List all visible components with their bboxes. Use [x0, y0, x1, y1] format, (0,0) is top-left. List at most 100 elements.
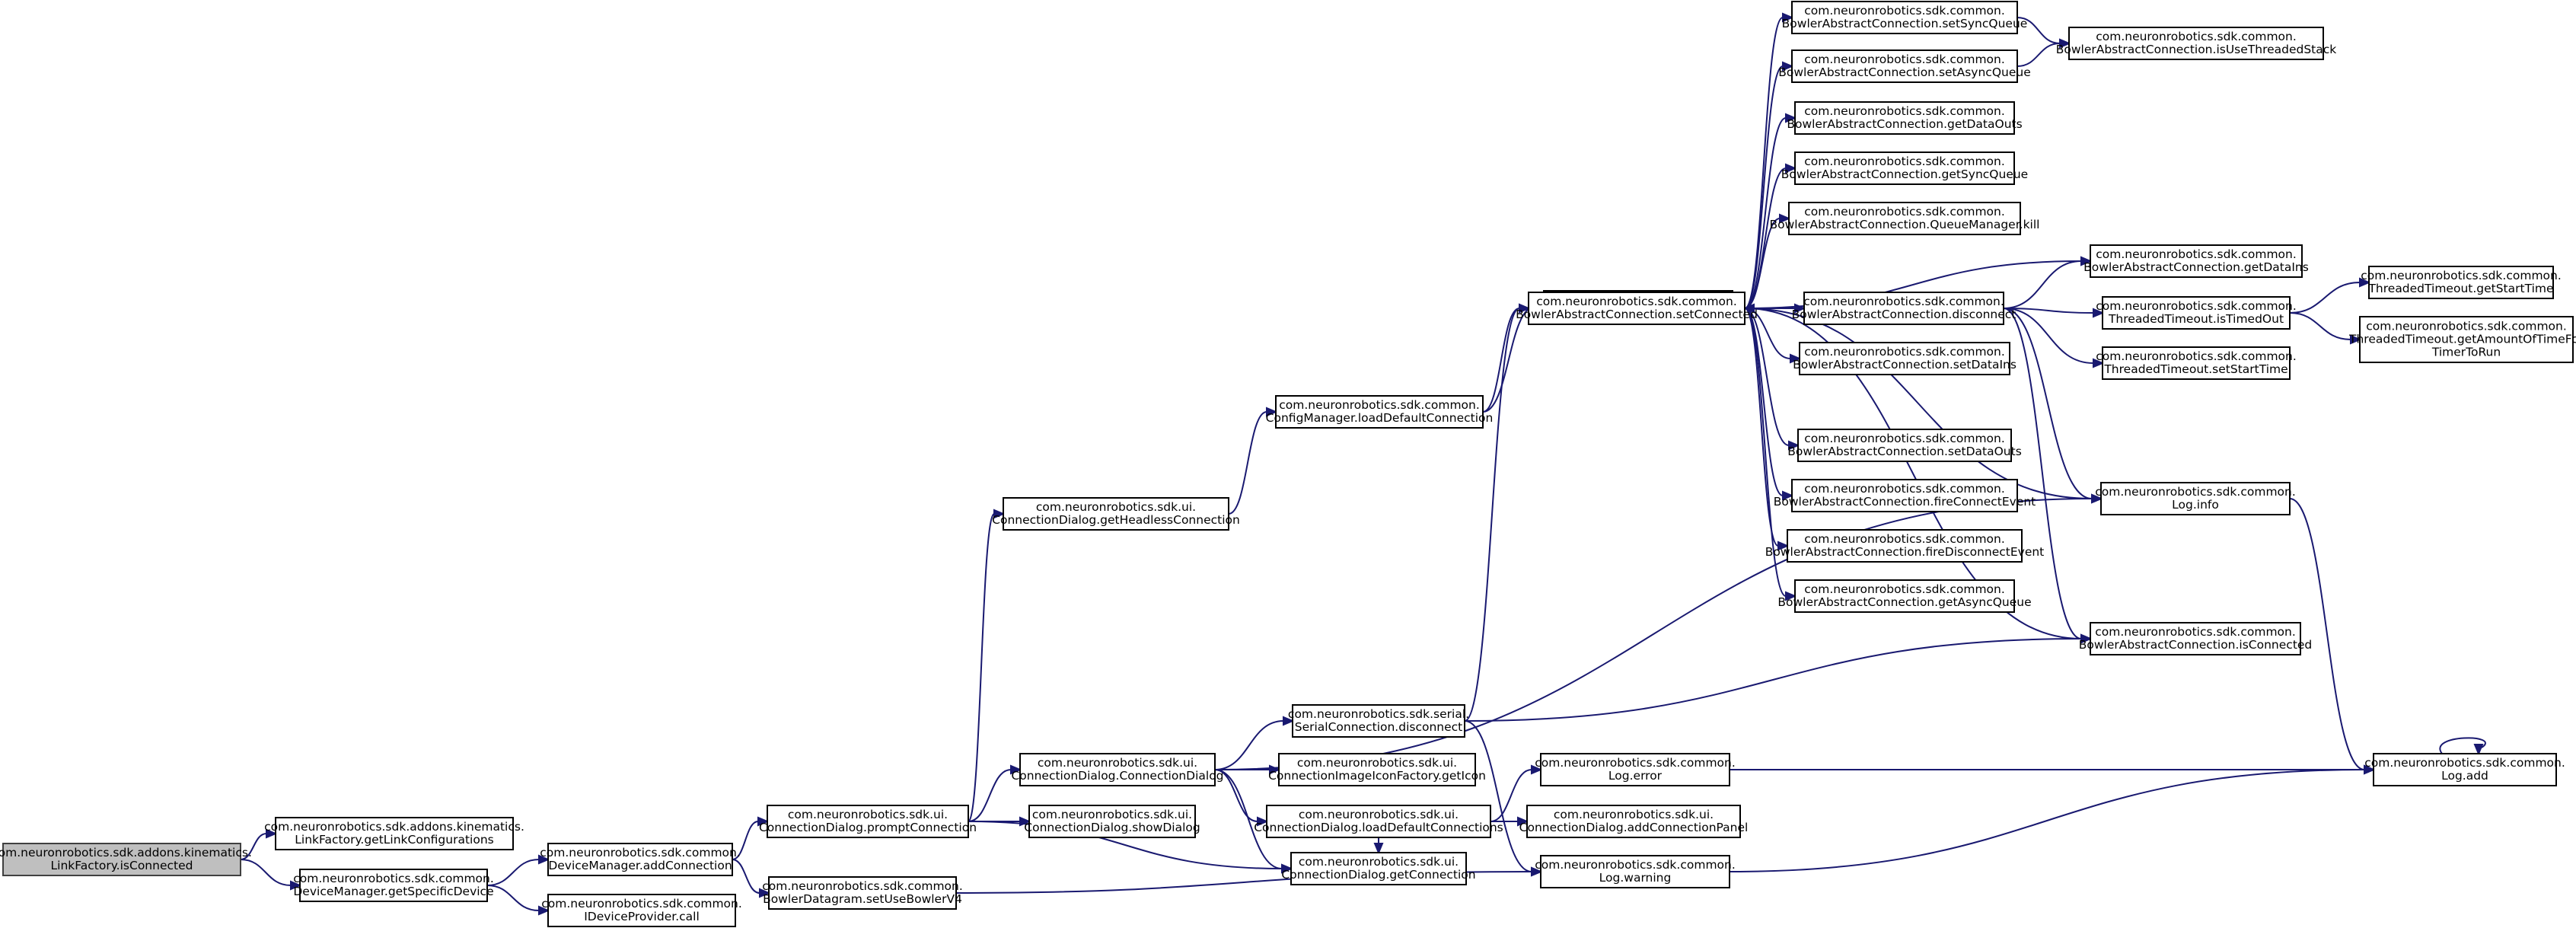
node-label-line: ConnectionDialog.promptConnection — [759, 821, 977, 834]
graph-node-n30[interactable]: com.neuronrobotics.sdk.common.BowlerAbst… — [1777, 579, 2032, 613]
node-box — [1803, 292, 2004, 325]
graph-node-n6[interactable]: com.neuronrobotics.sdk.ui.ConnectionDial… — [759, 805, 977, 838]
graph-node-n19[interactable]: com.neuronrobotics.sdk.common.Log.warnin… — [1535, 855, 1736, 888]
graph-node-n7[interactable]: com.neuronrobotics.sdk.ui.ConnectionDial… — [992, 497, 1240, 531]
graph-node-n38[interactable]: com.neuronrobotics.sdk.common.ThreadedTi… — [2348, 316, 2576, 363]
node-label-line: com.neuronrobotics.sdk.common. — [2096, 349, 2297, 363]
node-label-line: ThreadedTimeout.isTimedOut — [2108, 312, 2284, 326]
graph-node-n5[interactable]: com.neuronrobotics.sdk.common.BowlerData… — [762, 876, 963, 910]
edge-n16-n18 — [1490, 816, 1529, 827]
node-box — [1526, 805, 1741, 838]
node-label-line: com.neuronrobotics.sdk.common. — [1804, 532, 2005, 546]
graph-node-n4[interactable]: com.neuronrobotics.sdk.common.IDevicePro… — [541, 894, 742, 927]
graph-node-n18[interactable]: com.neuronrobotics.sdk.ui.ConnectionDial… — [1519, 805, 1749, 838]
graph-node-n27[interactable]: com.neuronrobotics.sdk.common.BowlerAbst… — [1787, 429, 2022, 462]
edge-arrowhead — [1782, 61, 1794, 72]
edge-n25-n35 — [2003, 308, 2103, 504]
edge-arrowhead — [1531, 764, 1543, 775]
edge-arrowhead — [1777, 541, 1790, 551]
graph-node-n37[interactable]: com.neuronrobotics.sdk.common.ThreadedTi… — [2361, 266, 2562, 299]
graph-node-n11[interactable]: com.neuronrobotics.sdk.common.ConfigMana… — [1266, 395, 1494, 429]
edge-line — [968, 769, 1012, 822]
graph-node-n20[interactable]: com.neuronrobotics.sdk.common.BowlerAbst… — [1782, 1, 2028, 34]
graph-node-n26[interactable]: com.neuronrobotics.sdk.common.BowlerAbst… — [1793, 342, 2016, 375]
node-box — [1797, 429, 2012, 462]
node-label-line: LinkFactory.isConnected — [51, 859, 193, 872]
edge-n13-n21 — [1744, 61, 1794, 309]
graph-node-n13[interactable]: com.neuronrobotics.sdk.common.BowlerAbst… — [1516, 292, 1758, 325]
node-label-line: BowlerDatagram.setUseBowlerV4 — [763, 892, 962, 906]
node-box — [2102, 296, 2291, 330]
node-box — [2359, 316, 2574, 363]
edge-arrowhead — [1788, 440, 1800, 451]
graph-node-n24[interactable]: com.neuronrobotics.sdk.common.BowlerAbst… — [1770, 202, 2040, 235]
edge-line — [1744, 117, 1787, 309]
graph-node-n14[interactable]: com.neuronrobotics.sdk.serial.SerialConn… — [1288, 704, 1469, 738]
node-label-line: com.neuronrobotics.sdk.common. — [2096, 299, 2297, 313]
node-label-line: com.neuronrobotics.sdk.ui. — [1299, 855, 1459, 869]
node-label-line: com.neuronrobotics.sdk.common. — [1804, 4, 2005, 18]
node-label-line: Log.info — [2172, 498, 2219, 512]
edge-line — [240, 833, 267, 860]
edge-line — [1482, 306, 1535, 413]
graph-node-n16[interactable]: com.neuronrobotics.sdk.ui.ConnectionDial… — [1254, 805, 1503, 838]
edge-line — [1744, 308, 1784, 496]
node-label-line: ConnectionImageIconFactory.getIcon — [1268, 769, 1486, 783]
node-label-line: Log.error — [1608, 769, 1663, 783]
edge-n25-n36 — [2003, 308, 2093, 644]
edge-n0-n2 — [240, 859, 302, 891]
graph-node-n8[interactable]: com.neuronrobotics.sdk.ui.ConnectionDial… — [1011, 753, 1224, 786]
graph-node-n36[interactable]: com.neuronrobotics.sdk.common.BowlerAbst… — [2079, 622, 2313, 655]
node-label-line: com.neuronrobotics.sdk.common. — [1804, 205, 2005, 218]
node-box — [2068, 27, 2324, 60]
graph-node-n25[interactable]: com.neuronrobotics.sdk.common.BowlerAbst… — [1792, 292, 2016, 325]
graph-node-n0[interactable]: com.neuronrobotics.sdk.addons.kinematics… — [0, 843, 252, 876]
edge-line — [2003, 308, 2093, 499]
node-label-line: BowlerAbstractConnection.setConnected — [1516, 308, 1758, 321]
graph-node-n10[interactable]: com.neuronrobotics.sdk.ui.ConnectionDial… — [1281, 852, 1476, 885]
node-label-line: BowlerAbstractConnection.setSyncQueue — [1782, 17, 2028, 30]
graph-node-n17[interactable]: com.neuronrobotics.sdk.common.Log.error — [1535, 753, 1736, 786]
node-label-line: com.neuronrobotics.sdk.common. — [2096, 30, 2297, 43]
graph-node-n33[interactable]: com.neuronrobotics.sdk.common.ThreadedTi… — [2096, 296, 2297, 330]
edge-arrowhead — [1281, 863, 1293, 874]
node-label-line: com.neuronrobotics.sdk.common. — [1804, 582, 2005, 596]
graph-node-n21[interactable]: com.neuronrobotics.sdk.common.BowlerAbst… — [1778, 49, 2031, 83]
graph-node-n34[interactable]: com.neuronrobotics.sdk.common.ThreadedTi… — [2096, 346, 2297, 380]
edge-arrowhead — [1782, 12, 1794, 23]
node-label-line: ConfigManager.loadDefaultConnection — [1266, 411, 1494, 425]
graph-node-n2[interactable]: com.neuronrobotics.sdk.common.DeviceMana… — [293, 869, 494, 902]
graph-node-n15[interactable]: com.neuronrobotics.sdk.ui.ConnectionImag… — [1268, 753, 1486, 786]
graph-node-n31[interactable]: com.neuronrobotics.sdk.common.BowlerAbst… — [2056, 27, 2337, 60]
node-label-line: TimerToRun — [2431, 346, 2501, 359]
node-box — [547, 843, 733, 876]
node-label-line: com.neuronrobotics.sdk.common. — [2095, 485, 2296, 499]
node-label-line: DeviceManager.getSpecificDevice — [293, 885, 493, 898]
node-label-line: ConnectionDialog.addConnectionPanel — [1519, 821, 1749, 834]
graph-node-n3[interactable]: com.neuronrobotics.sdk.common.DeviceMana… — [540, 843, 741, 876]
edge-arrowhead — [759, 888, 771, 898]
node-label-line: com.neuronrobotics.sdk.addons.kinematics… — [264, 820, 524, 834]
graph-node-n28[interactable]: com.neuronrobotics.sdk.common.BowlerAbst… — [1774, 479, 2036, 512]
node-label-line: ConnectionDialog.showDialog — [1024, 821, 1200, 834]
edge-n8-n10 — [1214, 769, 1293, 874]
node-box — [1290, 852, 1467, 885]
node-label-line: com.neuronrobotics.sdk.common. — [1536, 295, 1737, 308]
graph-node-n1[interactable]: com.neuronrobotics.sdk.addons.kinematics… — [264, 817, 524, 850]
graph-node-n23[interactable]: com.neuronrobotics.sdk.common.BowlerAbst… — [1781, 151, 2028, 185]
node-label-line: com.neuronrobotics.sdk.common. — [2361, 269, 2562, 282]
graph-node-n9[interactable]: com.neuronrobotics.sdk.ui.ConnectionDial… — [1024, 805, 1200, 838]
node-label-line: ConnectionDialog.ConnectionDialog — [1011, 769, 1223, 783]
node-label-line: com.neuronrobotics.sdk.common. — [1279, 398, 1480, 412]
graph-node-n39[interactable]: com.neuronrobotics.sdk.common.Log.add — [2364, 753, 2565, 786]
graph-node-n35[interactable]: com.neuronrobotics.sdk.common.Log.info — [2095, 482, 2296, 515]
edge-line — [1744, 308, 2082, 639]
graph-node-n29[interactable]: com.neuronrobotics.sdk.common.BowlerAbst… — [1765, 529, 2045, 563]
graph-node-n32[interactable]: com.neuronrobotics.sdk.common.BowlerAbst… — [2083, 244, 2309, 278]
edge-n25-n33 — [2003, 308, 2105, 318]
edge-line — [2016, 43, 2061, 67]
node-label-line: Log.warning — [1599, 871, 1672, 885]
graph-node-n22[interactable]: com.neuronrobotics.sdk.common.BowlerAbst… — [1787, 101, 2023, 135]
node-label-line: com.neuronrobotics.sdk.common. — [1803, 295, 2004, 308]
